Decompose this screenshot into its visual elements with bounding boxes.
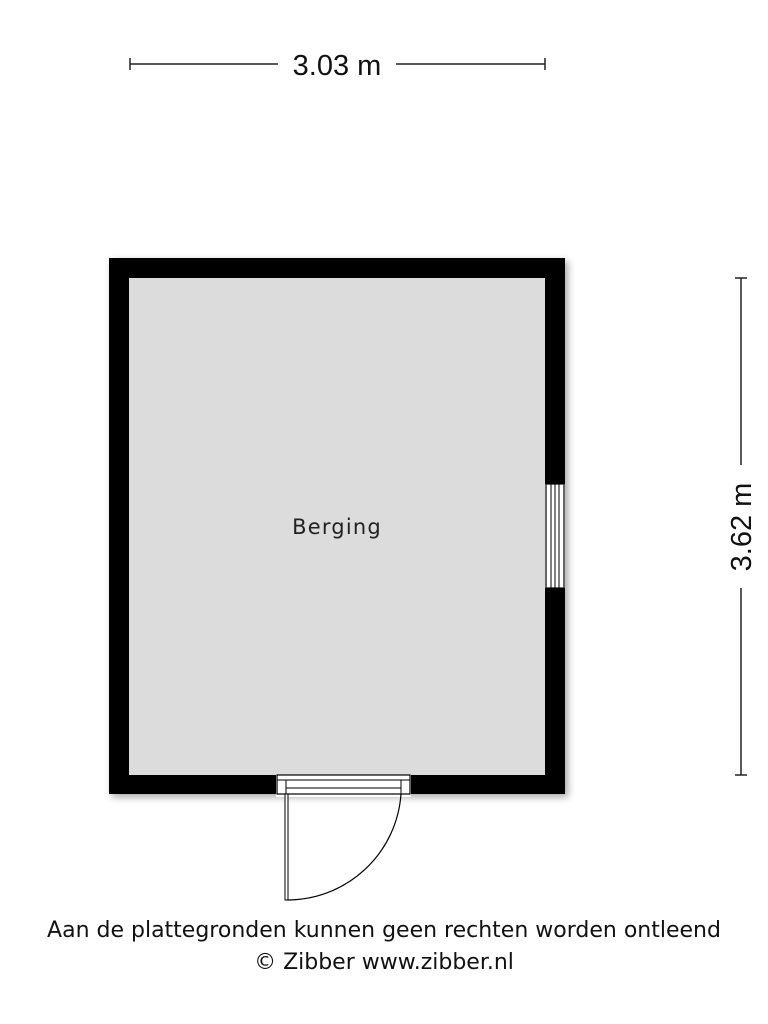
door-leaf — [284, 793, 289, 901]
room — [109, 258, 565, 794]
copyright-text: © Zibber www.zibber.nl — [254, 950, 514, 975]
room-floor — [129, 278, 545, 775]
door-frame — [276, 774, 411, 795]
width-dimension: 3.03 m — [129, 50, 546, 82]
window — [545, 483, 565, 589]
door-swing-arc — [286, 793, 402, 901]
height-dimension: 3.62 m — [726, 277, 758, 776]
door — [276, 774, 411, 901]
room-label: Berging — [292, 515, 382, 539]
height-dimension-label: 3.62 m — [726, 483, 758, 572]
width-dimension-label: 3.03 m — [293, 50, 382, 82]
disclaimer-text: Aan de plattegronden kunnen geen rechten… — [47, 918, 721, 943]
